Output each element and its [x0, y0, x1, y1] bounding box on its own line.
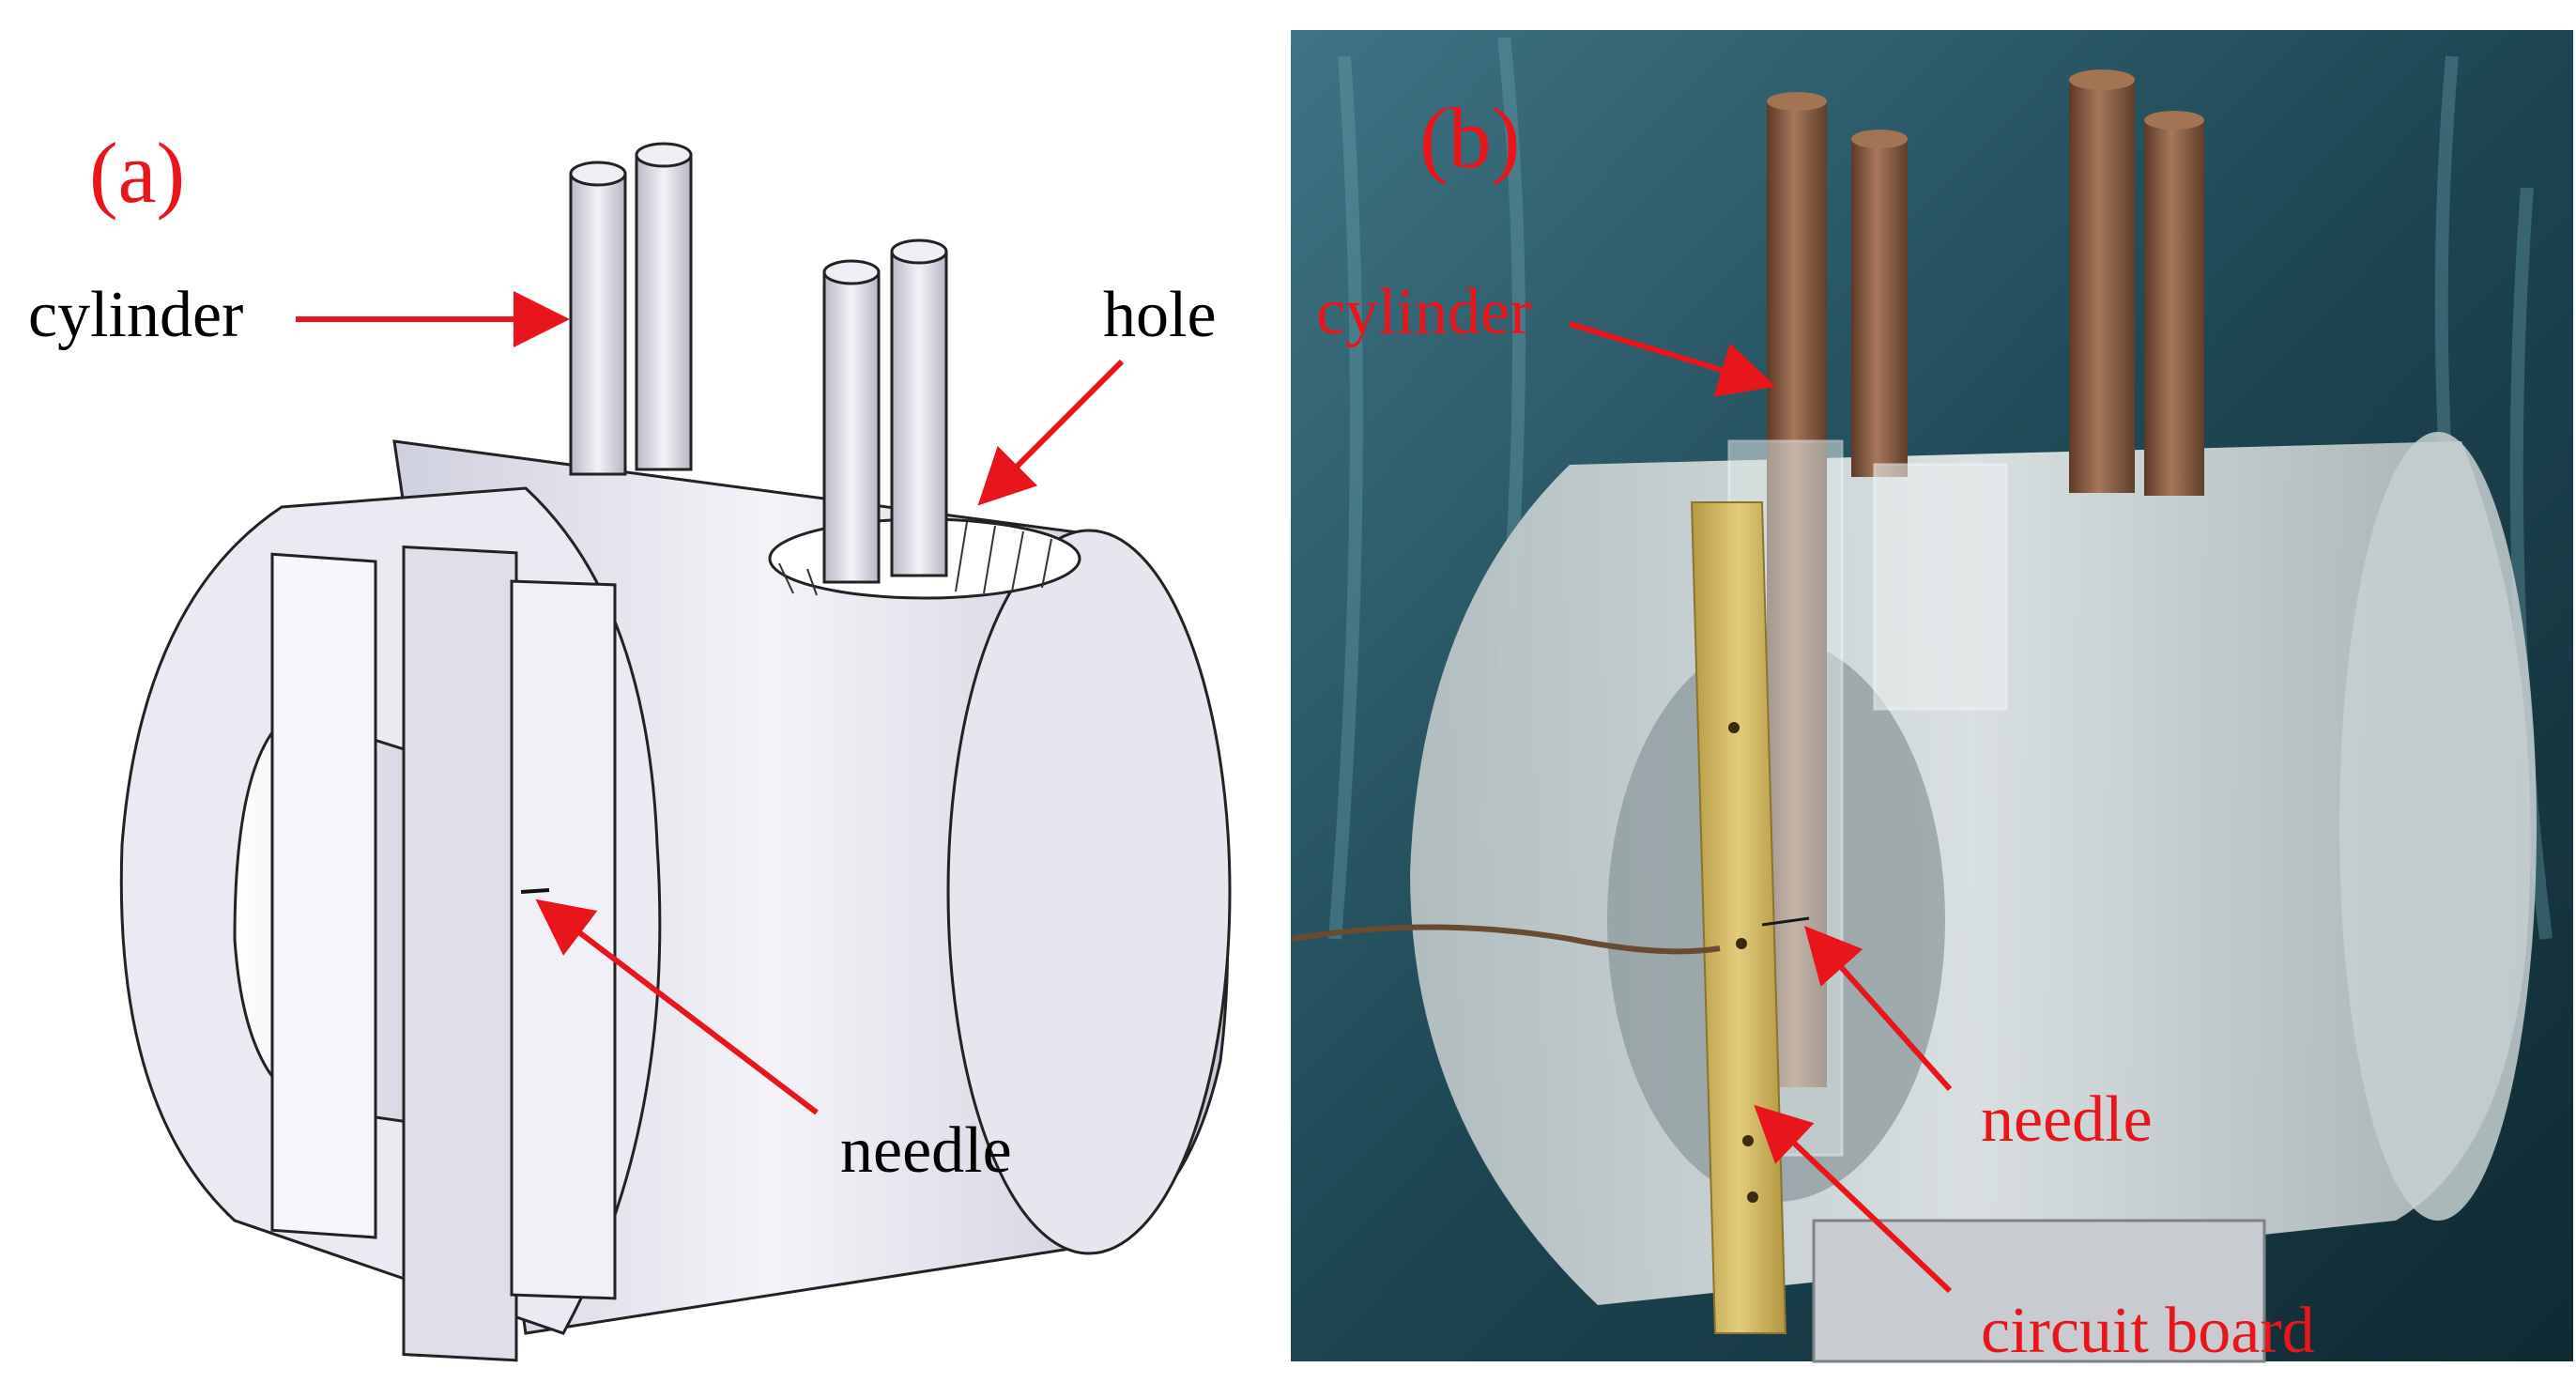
- cad-slot-left: [270, 552, 377, 1239]
- arrow-circuit-board-b: [1754, 1104, 1953, 1294]
- panel-b-tag: (b): [1419, 90, 1520, 186]
- photo-figure: (b) cylinder needle circuit board: [1291, 30, 2573, 1367]
- acrylic-block-right: [1873, 463, 2008, 711]
- panel-a-cad-drawing: (a) cylinder hole needle: [28, 125, 1232, 1362]
- label-cylinder-a: cylinder: [28, 279, 243, 351]
- frosted-end-cap: [2339, 432, 2537, 1221]
- cad-slot-right: [510, 579, 617, 1300]
- cad-end-cap: [946, 529, 1232, 1255]
- arrow-needle-a: [535, 899, 819, 1115]
- panel-b-photo: (b) cylinder needle circuit board: [1288, 0, 2576, 1383]
- photo-needle: [1761, 916, 1810, 927]
- label-circuit-board-b: circuit board: [1981, 1295, 2315, 1367]
- cad-needle: [520, 888, 550, 894]
- copper-wire: [1292, 924, 1721, 955]
- arrow-needle-b: [1804, 926, 1953, 1091]
- cad-plate: [402, 545, 518, 1362]
- arrow-hole-a: [977, 359, 1125, 506]
- label-needle-b: needle: [1981, 1083, 2153, 1156]
- label-cylinder-b: cylinder: [1316, 276, 1531, 348]
- arrow-cylinder-b: [1569, 321, 1776, 397]
- pcb-dots: [1728, 722, 1758, 1203]
- panel-a-tag: (a): [89, 125, 185, 221]
- label-hole-a: hole: [1103, 279, 1217, 351]
- metal-base: [1812, 1219, 2266, 1363]
- label-needle-a: needle: [840, 1114, 1012, 1187]
- cad-hole-hatching: [778, 521, 1052, 596]
- cad-figure: (a) cylinder hole needle: [28, 125, 1232, 1362]
- cad-rods: [569, 142, 948, 584]
